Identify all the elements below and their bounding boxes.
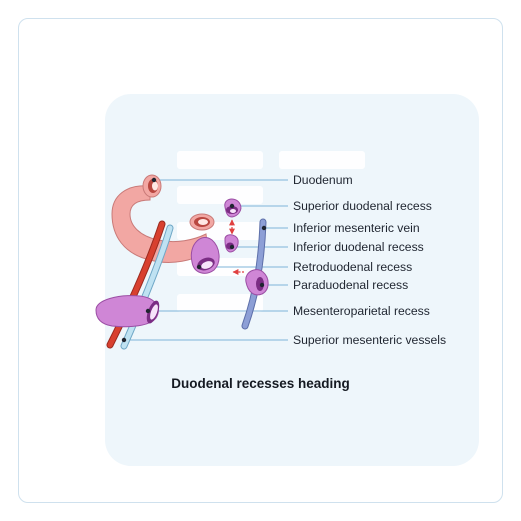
duodenum-anchor-dot	[151, 177, 157, 183]
label-superior-mesenteric-vessels: Superior mesenteric vessels	[293, 333, 447, 347]
label-mesenteroparietal-recess: Mesenteroparietal recess	[293, 304, 430, 318]
diagram-panel	[105, 94, 479, 466]
placeholder-bar	[177, 151, 263, 169]
recess-arrows	[229, 219, 244, 275]
placeholder-bar	[177, 186, 263, 204]
label-superior-duodenal-recess: Superior duodenal recess	[293, 199, 432, 213]
inferior-duodenal-recess-shape	[224, 234, 239, 253]
label-duodenum: Duodenum	[293, 173, 353, 187]
label-inferior-duodenal-recess: Inferior duodenal recess	[293, 240, 424, 254]
placeholder-bar	[279, 151, 365, 169]
paraduodenal-recess-shape	[245, 269, 269, 296]
label-inferior-mesenteric-vein: Inferior mesenteric vein	[293, 221, 420, 235]
label-retroduodenal-recess: Retroduodenal recess	[293, 260, 413, 274]
superior-mesenteric-vessels-shape	[106, 220, 174, 350]
retroduodenal-recess-shape	[190, 237, 220, 274]
placeholder-bar	[177, 294, 263, 312]
diagram-heading: Duodenal recesses heading	[171, 376, 350, 391]
mesenteroparietal-recess-shape	[95, 295, 160, 328]
label-paraduodenal-recess: Paraduodenal recess	[293, 278, 409, 292]
superior-duodenal-recess-shape	[224, 198, 242, 218]
diagram-card	[18, 18, 503, 503]
